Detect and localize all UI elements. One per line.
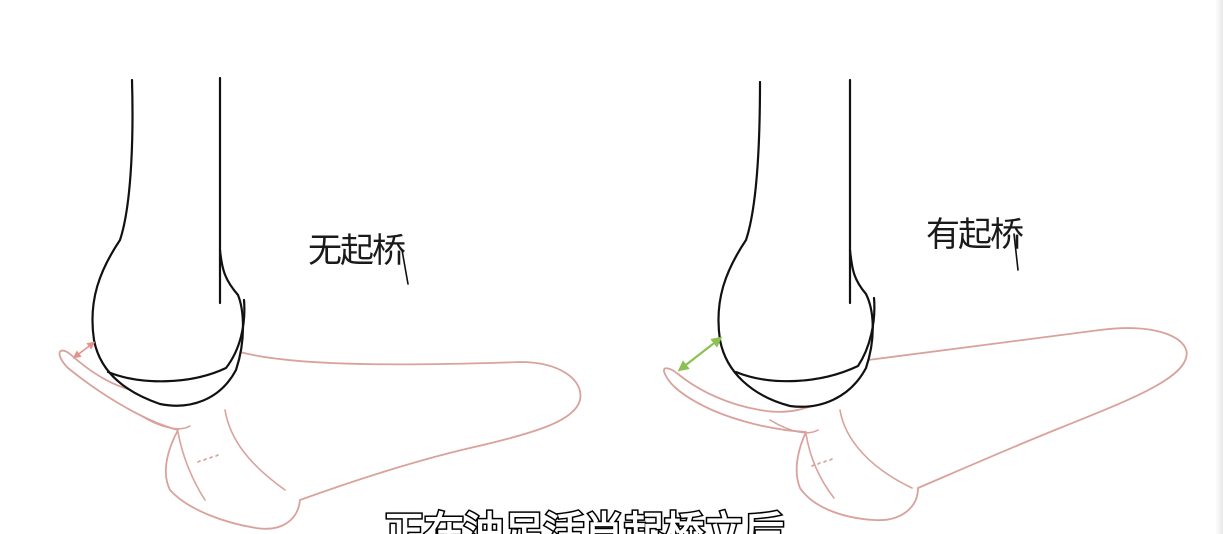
left-gap-arrow bbox=[76, 344, 92, 356]
edge-shade bbox=[1215, 0, 1223, 534]
right-bone bbox=[718, 80, 872, 407]
right-gap-arrow bbox=[682, 340, 718, 368]
right-figure: 有起桥 bbox=[664, 80, 1187, 520]
left-bone bbox=[92, 78, 243, 406]
subtitle-caption: 正在油足活肖起桥立后 bbox=[384, 512, 784, 534]
left-figure: 无起桥 bbox=[60, 78, 581, 529]
right-caption: 有起桥 bbox=[926, 215, 1023, 255]
left-caption: 无起桥 bbox=[308, 231, 405, 271]
